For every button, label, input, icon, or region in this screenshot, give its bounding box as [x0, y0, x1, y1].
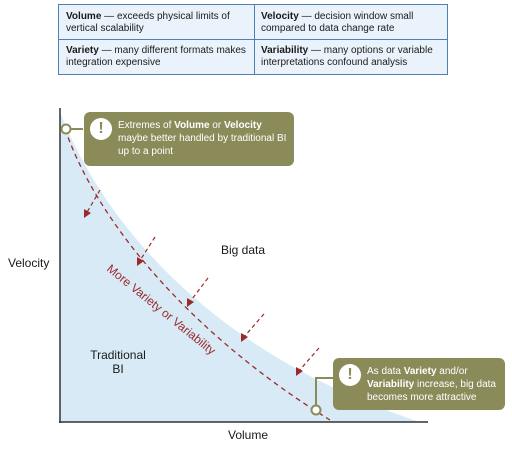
- legend-divider-horizontal: [59, 39, 447, 40]
- variety-boundary-dashed-line: [64, 128, 331, 421]
- shift-arrows: [85, 189, 320, 373]
- legend-table: Volume — exceeds physical limits of vert…: [58, 4, 448, 75]
- legend-cell-velocity: Velocity — decision window small compare…: [261, 11, 414, 34]
- legend-divider-vertical: [254, 5, 255, 74]
- callout-top-anchor: [60, 123, 72, 135]
- legend-cell-variety: Variety — many different formats makes i…: [66, 45, 246, 68]
- y-axis-label: Velocity: [8, 256, 50, 270]
- traditional-label-line2: BI: [112, 362, 124, 376]
- traditional-label-line1: Traditional: [90, 348, 146, 362]
- callout-bottom-text: As data Variety and/or Variability incre…: [367, 366, 496, 403]
- callout-bottom-connector: [315, 377, 333, 406]
- callout-top-text: Extremes of Volume or Velocity maybe bet…: [118, 120, 287, 157]
- legend-cell-variability: Variability — many options or variable i…: [261, 45, 433, 68]
- callout-bottom-anchor: [310, 404, 322, 416]
- exclamation-icon: !: [339, 364, 361, 386]
- callout-top: ! Extremes of Volume or Velocity maybe b…: [84, 112, 294, 166]
- traditional-bi-region-label: Traditional BI: [88, 348, 148, 376]
- shift-arrowheads: [84, 209, 303, 376]
- big-data-region-label: Big data: [221, 243, 266, 257]
- legend-cell-volume: Volume — exceeds physical limits of vert…: [66, 11, 230, 34]
- traditional-bi-area: [60, 112, 420, 422]
- exclamation-icon: !: [90, 118, 112, 140]
- x-axis-label: Volume: [228, 428, 269, 442]
- callout-bottom: ! As data Variety and/or Variability inc…: [333, 358, 505, 410]
